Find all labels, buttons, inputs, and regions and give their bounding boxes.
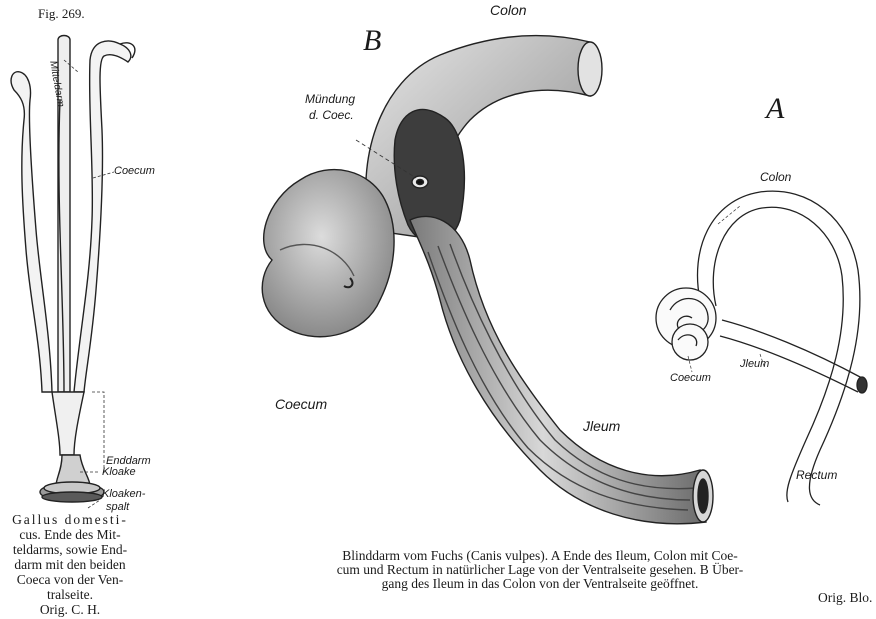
caption-left-line: Gallus domesti-	[10, 512, 130, 527]
label-coecum-a: Coecum	[670, 372, 711, 384]
label-muendung-2: d. Coec.	[309, 108, 354, 122]
fig-number: Fig. 269.	[38, 6, 85, 22]
caption-left-credit: Orig. C. H.	[10, 602, 130, 617]
caption-right: Blinddarm vom Fuchs (Canis vulpes). A En…	[210, 549, 870, 591]
label-kloake: Kloake	[102, 466, 136, 478]
caption-left-line: darm mit den beiden	[10, 557, 130, 572]
label-rectum-a: Rectum	[796, 468, 837, 482]
caption-left: Gallus domesti- cus. Ende des Mit- telda…	[10, 512, 130, 617]
panel-a-drawing	[656, 191, 867, 505]
panel-b-letter: B	[363, 24, 381, 58]
gallus-drawing	[11, 36, 135, 503]
label-kloakenspalt-1: Kloaken-	[102, 488, 145, 500]
caption-left-line: Coeca von der Ven-	[10, 572, 130, 587]
caption-right-line: cum und Rectum in natürlicher Lage von d…	[210, 563, 870, 577]
caption-right-line: Blinddarm vom Fuchs (Canis vulpes). A En…	[210, 549, 870, 563]
panel-a-letter: A	[766, 92, 784, 126]
caption-left-line: cus. Ende des Mit-	[10, 527, 130, 542]
label-muendung-1: Mündung	[305, 92, 355, 106]
label-ileum-b: Jleum	[583, 418, 620, 434]
caption-right-credit: Orig. Blo.	[818, 590, 872, 606]
caption-right-line: gang des Ileum in das Colon von der Vent…	[210, 577, 870, 591]
label-coecum-b: Coecum	[275, 396, 327, 412]
caption-left-line: tralseite.	[10, 587, 130, 602]
label-colon-a: Colon	[760, 170, 791, 184]
label-colon-b: Colon	[490, 2, 527, 18]
label-coecum-left: Coecum	[114, 165, 155, 177]
caption-left-line: teldarms, sowie End-	[10, 542, 130, 557]
label-ileum-a: Jleum	[740, 358, 769, 370]
